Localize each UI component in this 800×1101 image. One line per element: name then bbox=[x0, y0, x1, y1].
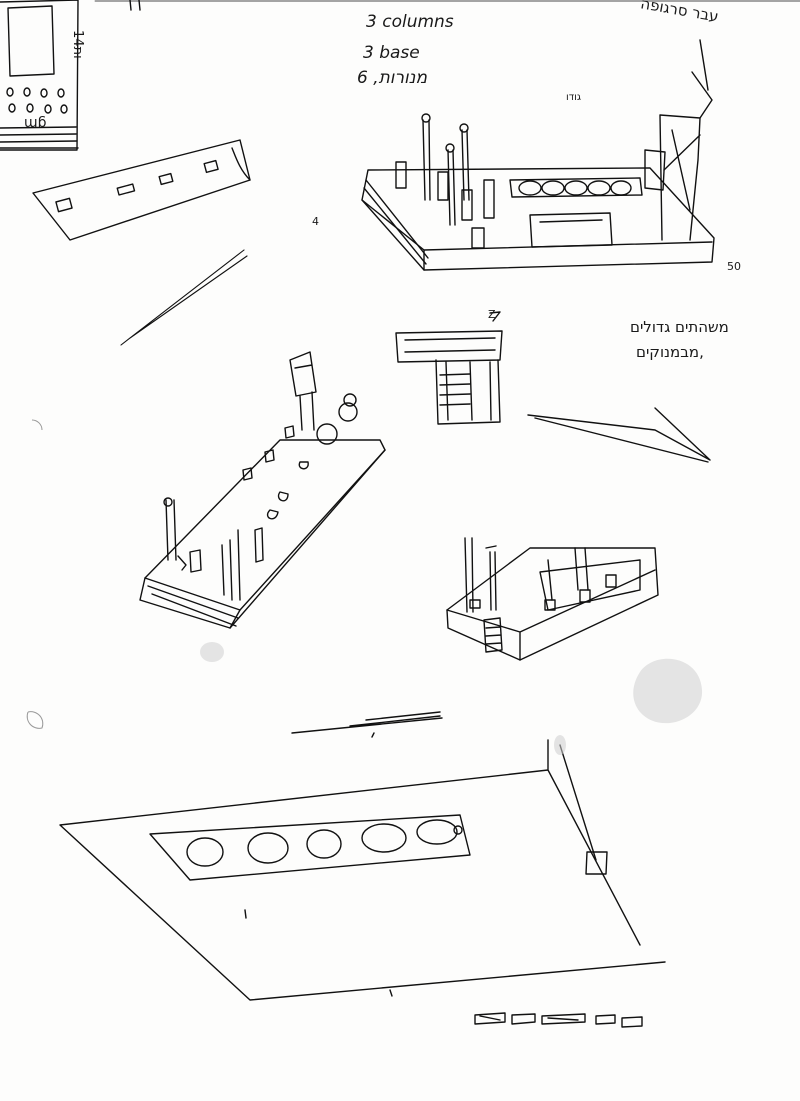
label-margin-gm: gm bbox=[24, 115, 47, 131]
elevation-sketch bbox=[395, 330, 503, 425]
margin-box-sketch bbox=[0, 0, 141, 151]
bottom-mark-row bbox=[474, 1012, 643, 1028]
label-letter-z: Z bbox=[488, 308, 496, 321]
label-number-4: 4 bbox=[312, 215, 319, 228]
label-dimension-top: גודו bbox=[566, 92, 582, 103]
note-hebrew-right-1: משהתים גדולים bbox=[630, 318, 729, 336]
platform-sketch-right bbox=[446, 537, 659, 661]
note-columns: 3 columns bbox=[366, 12, 454, 32]
note-hebrew-lamps: מנורות, 6 bbox=[357, 68, 428, 88]
note-hebrew-right-2: מבמנוקים, bbox=[636, 343, 704, 361]
platform-sketch-top bbox=[361, 39, 715, 271]
platform-sketch-left bbox=[139, 351, 386, 629]
punch-holes bbox=[26, 419, 44, 729]
large-plan-sketch bbox=[59, 739, 666, 1001]
note-base: 3 base bbox=[363, 43, 420, 63]
strip-plan-sketch bbox=[32, 139, 251, 241]
label-margin-vertical: 14ות bbox=[70, 30, 85, 59]
label-dimension-right: 50 bbox=[727, 260, 741, 273]
coffee-stains bbox=[200, 642, 703, 755]
